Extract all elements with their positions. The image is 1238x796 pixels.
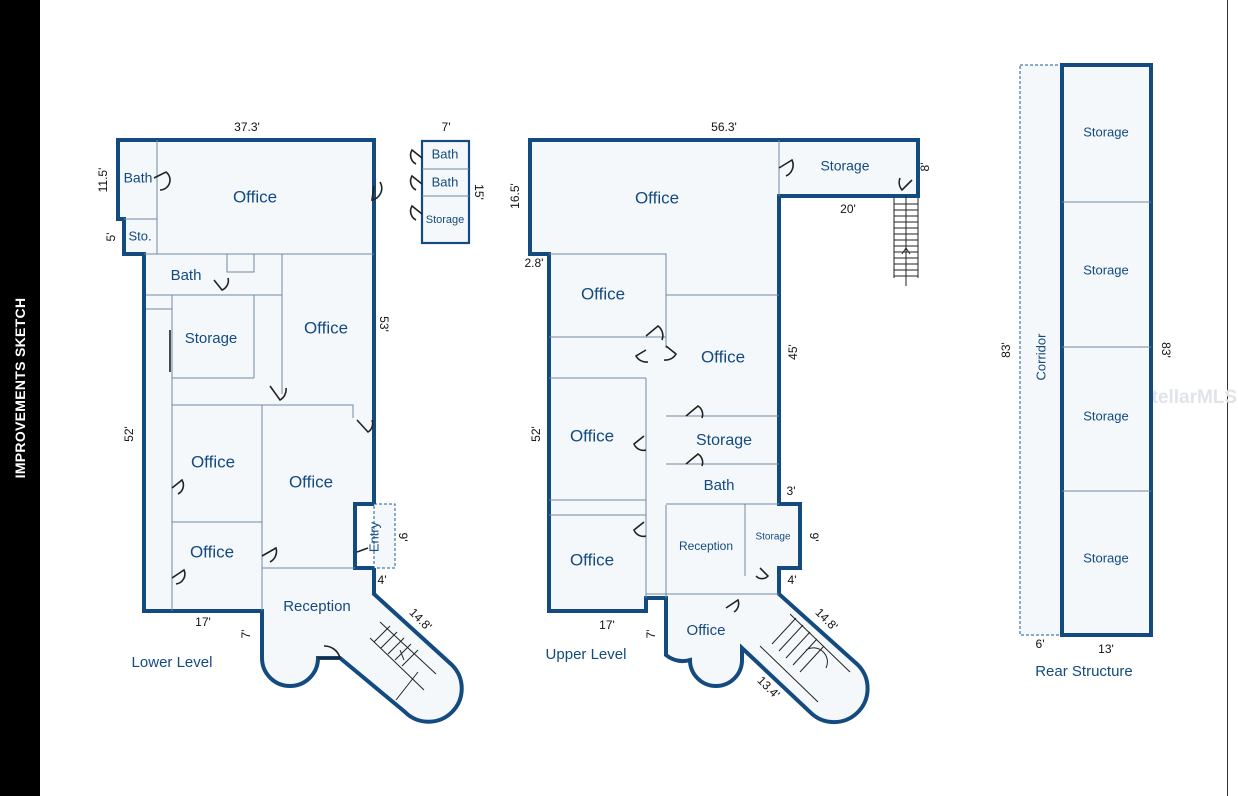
lower-room-storage: Storage <box>185 330 238 347</box>
upper-dim-9: 9' <box>807 533 821 542</box>
upper-level-outline-main <box>528 138 920 725</box>
annex-room-storage: Storage <box>426 214 465 226</box>
rear-structure-plan: Storage Storage Storage Storage Corridor… <box>999 63 1173 680</box>
lower-room-sto: Sto. <box>128 228 151 243</box>
annex-room-bath-1: Bath <box>432 146 459 161</box>
lower-room-office-5: Office <box>190 542 234 561</box>
lower-room-office-3: Office <box>191 452 235 471</box>
lower-dim-11-5: 11.5' <box>96 168 110 193</box>
rear-structure-title: Rear Structure <box>1035 663 1133 680</box>
lower-dim-52: 52' <box>122 426 136 442</box>
upper-dim-52: 52' <box>529 426 543 442</box>
lower-room-bath-1: Bath <box>124 170 153 186</box>
rear-room-corridor: Corridor <box>1033 333 1048 381</box>
upper-room-bath: Bath <box>704 477 735 494</box>
upper-dim-17: 17' <box>599 618 615 632</box>
sidebar: IMPROVEMENTS SKETCH <box>0 0 40 796</box>
rear-dim-83-right: 83' <box>1159 342 1173 358</box>
upper-dim-2-8: 2.8' <box>525 256 544 270</box>
upper-dim-8: 8' <box>918 163 932 172</box>
lower-dim-53: 53' <box>377 316 391 332</box>
lower-partitions <box>124 140 374 611</box>
rear-room-storage-1: Storage <box>1083 124 1129 139</box>
annex-dim-7: 7' <box>442 120 451 134</box>
lower-room-entry: Entry <box>366 521 381 552</box>
rear-room-storage-4: Storage <box>1083 550 1129 565</box>
upper-exterior-stair <box>893 196 919 286</box>
annex-outline <box>420 139 471 245</box>
upper-room-office-4: Office <box>570 426 614 445</box>
upper-room-storage-3: Storage <box>755 532 790 543</box>
rear-dim-6: 6' <box>1036 637 1045 651</box>
watermark: StellarMLS <box>1139 387 1237 408</box>
upper-dim-16-5: 16.5' <box>508 183 522 209</box>
upper-front-stair <box>759 613 851 703</box>
annex-plan: Bath Bath Storage 7' 15' <box>409 120 486 245</box>
lower-dim-5: 5' <box>104 233 118 242</box>
upper-dim-3: 3' <box>787 484 796 498</box>
lower-level-title: Lower Level <box>132 654 213 671</box>
annex-dim-15: 15' <box>472 184 486 200</box>
rear-dim-83-left: 83' <box>999 342 1013 358</box>
lower-stair <box>369 621 437 701</box>
lower-room-office-4: Office <box>289 472 333 491</box>
rear-dim-13: 13' <box>1098 642 1114 656</box>
upper-dim-7: 7' <box>644 630 658 639</box>
upper-room-office-1: Office <box>635 188 679 207</box>
lower-dim-4: 4' <box>378 573 387 587</box>
rear-corridor <box>1019 64 1063 636</box>
rear-structure-outline <box>1060 63 1153 637</box>
annex-doors <box>409 148 423 221</box>
upper-room-office-6: Office <box>687 622 726 639</box>
upper-room-office-5: Office <box>570 550 614 569</box>
annex-partitions <box>422 168 469 197</box>
rear-partitions <box>1062 201 1151 492</box>
lower-doors <box>153 171 383 659</box>
frame-border <box>1227 0 1228 796</box>
upper-level-title: Upper Level <box>546 646 627 663</box>
lower-dim-9: 9' <box>396 533 410 542</box>
upper-level-plan: Storage Office Office Office Office Stor… <box>508 120 932 725</box>
lower-dim-top: 37.3' <box>234 120 260 134</box>
lower-room-bath-2: Bath <box>171 267 202 284</box>
lower-room-office-2: Office <box>304 318 348 337</box>
upper-room-reception: Reception <box>679 539 733 553</box>
upper-dim-45: 45' <box>786 344 800 360</box>
lower-dim-17: 17' <box>195 615 211 629</box>
entry-vestibule <box>373 503 396 569</box>
upper-doors <box>633 158 913 613</box>
upper-room-storage-1: Storage <box>820 158 869 174</box>
upper-room-storage-2: Storage <box>696 432 752 449</box>
lower-room-office-1: Office <box>233 187 277 206</box>
upper-dim-4: 4' <box>788 573 797 587</box>
lower-level-plan: Bath Office Sto. Bath Storage Office Off… <box>96 120 464 724</box>
annex-room-bath-2: Bath <box>432 174 459 189</box>
rear-room-storage-3: Storage <box>1083 408 1129 423</box>
upper-dim-20: 20' <box>840 202 856 216</box>
lower-dim-7: 7' <box>239 630 253 639</box>
upper-room-office-3: Office <box>701 347 745 366</box>
lower-level-outline <box>116 138 464 724</box>
rear-room-storage-2: Storage <box>1083 262 1129 277</box>
lower-room-reception: Reception <box>283 598 351 615</box>
upper-room-office-2: Office <box>581 284 625 303</box>
upper-dim-top: 56.3' <box>711 120 737 134</box>
